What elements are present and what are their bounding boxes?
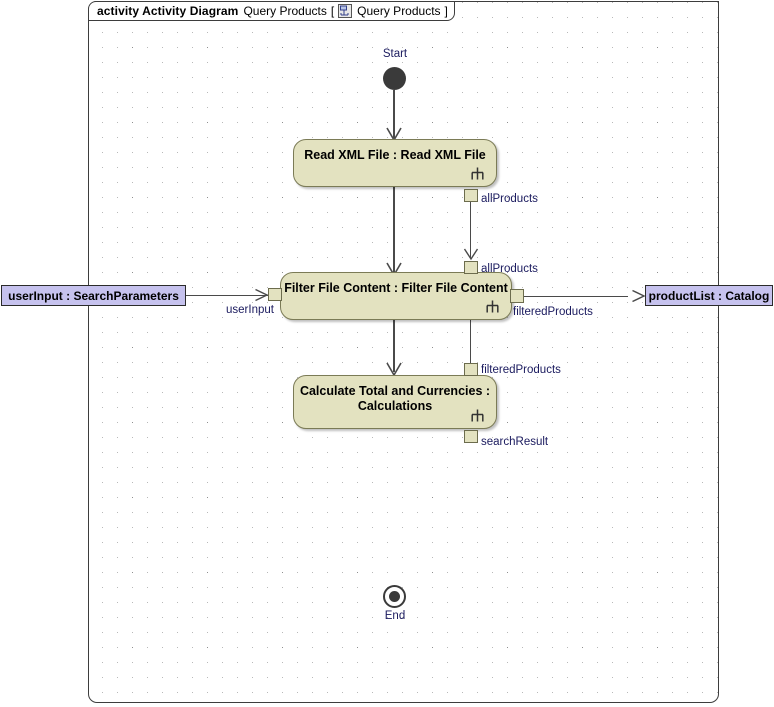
- diagram-keyword: activity Activity Diagram: [97, 4, 239, 18]
- edge-start-to-read-xml: [393, 90, 395, 138]
- bracket-close: ]: [444, 4, 448, 18]
- rake-icon: [471, 409, 484, 422]
- rake-icon: [471, 167, 484, 180]
- arrowhead-user-input-in: [255, 288, 269, 302]
- edge-read-xml-to-filter: [393, 187, 395, 272]
- pin-filter-in-userinput[interactable]: [268, 288, 282, 301]
- arrowhead-product-list-in: [632, 289, 646, 303]
- pin-label-filter-in-allproducts: allProducts: [481, 263, 538, 275]
- final-node-icon[interactable]: [383, 585, 406, 608]
- start-node-caption: Start: [382, 48, 408, 60]
- action-read-xml-file-label: Read XML File : Read XML File: [304, 148, 486, 162]
- pin-label-calculate-out-searchresult: searchResult: [481, 436, 549, 448]
- end-node-caption: End: [384, 610, 406, 622]
- pin-label-calculate-in-filteredproducts: filteredProducts: [481, 364, 561, 376]
- pin-calculate-out-searchresult[interactable]: [464, 430, 478, 443]
- action-read-xml-file[interactable]: Read XML File : Read XML File: [293, 139, 497, 187]
- object-node-product-list-label: productList : Catalog: [648, 288, 770, 303]
- pin-label-read-xml-out-allproducts: allProducts: [481, 193, 538, 205]
- object-node-product-list[interactable]: productList : Catalog: [645, 285, 773, 306]
- activity-diagram-frame[interactable]: [88, 1, 719, 703]
- object-node-user-input-label: userInput : SearchParameters: [8, 288, 179, 303]
- diagram-inner-name: Query Products: [357, 4, 441, 18]
- edge-user-input-to-filter: [186, 295, 268, 296]
- initial-node-icon[interactable]: [383, 67, 406, 90]
- diagram-name: Query Products: [243, 4, 327, 18]
- edge-filter-to-product-list: [524, 296, 628, 297]
- rake-icon: [486, 300, 499, 313]
- pin-calculate-in-filteredproducts[interactable]: [464, 363, 478, 376]
- diagram-frame-header[interactable]: activity Activity Diagram Query Products…: [88, 1, 455, 21]
- pin-label-filter-in-userinput: userInput: [226, 304, 274, 316]
- action-filter-file-content[interactable]: Filter File Content : Filter File Conten…: [280, 272, 512, 320]
- action-filter-file-content-label: Filter File Content : Filter File Conten…: [284, 281, 508, 295]
- action-calculate-total-and-currencies[interactable]: Calculate Total and Currencies : Calcula…: [293, 375, 497, 429]
- action-calculate-total-and-currencies-label: Calculate Total and Currencies : Calcula…: [299, 384, 491, 413]
- edge-allproducts-object-flow: [470, 202, 471, 258]
- pin-read-xml-out-allproducts[interactable]: [464, 189, 478, 202]
- object-node-user-input[interactable]: userInput : SearchParameters: [1, 285, 186, 306]
- pin-filter-in-allproducts[interactable]: [464, 261, 478, 274]
- pin-filter-out-filteredproducts[interactable]: [510, 289, 524, 303]
- edge-filter-to-calculate: [393, 320, 395, 372]
- activity-diagram-icon: [338, 4, 353, 18]
- pin-label-filter-out-filteredproducts: filteredProducts: [513, 306, 593, 318]
- bracket-open: [: [330, 4, 335, 18]
- edge-filteredproducts-object-flow: [470, 303, 471, 363]
- arrowhead-allproducts-in: [463, 248, 479, 261]
